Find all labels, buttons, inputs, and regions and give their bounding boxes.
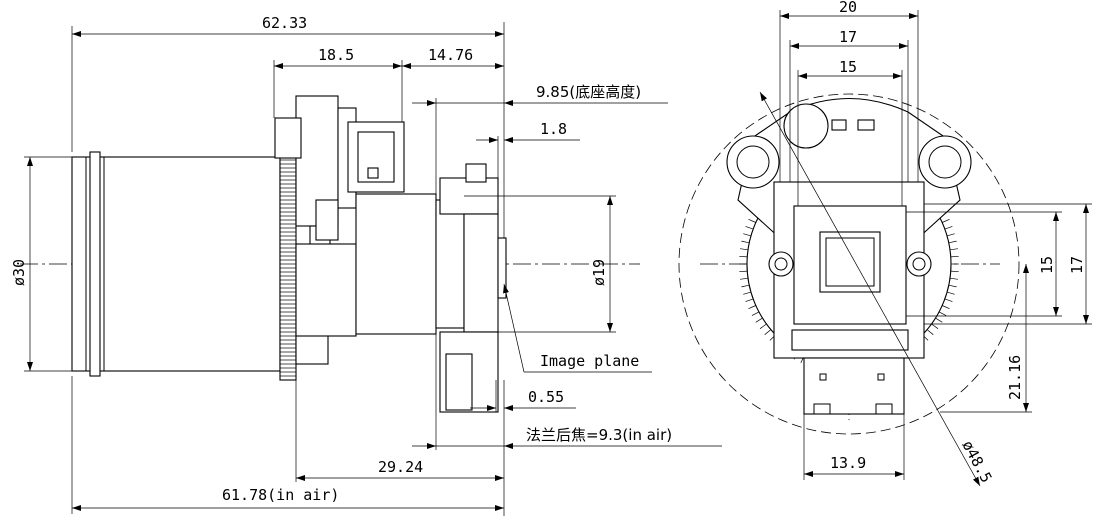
- dim-offset-21: 21.16: [1006, 355, 1024, 400]
- dim-base-height: 9.85(底座高度): [536, 83, 641, 101]
- dim-width-17: 17: [839, 28, 857, 46]
- dim-rear-length: 29.24: [378, 458, 423, 476]
- dim-bottom-width: 13.9: [830, 454, 866, 472]
- dim-gap: 0.55: [528, 388, 564, 406]
- dim-mount-section: 14.76: [428, 46, 473, 64]
- dim-width-15: 15: [839, 58, 857, 76]
- dim-diameter-48: ø48.5: [958, 437, 995, 485]
- motor-housing: [274, 95, 405, 365]
- label-image-plane: Image plane: [540, 352, 639, 370]
- dim-height-15: 15: [1038, 256, 1056, 274]
- dim-rear-diameter: ø19: [590, 259, 608, 286]
- dim-barrel-diameter: ø30: [10, 259, 28, 286]
- dim-overall-length: 62.33: [262, 14, 307, 32]
- side-dimensions: 62.33 18.5 14.76 9.85(底座高度) 1.8 ø30: [10, 14, 722, 516]
- dim-flange-focal: 法兰后焦=9.3(in air): [526, 426, 672, 444]
- front-view: 20 17 15 15 17 21.16: [678, 0, 1092, 487]
- front-dimensions: 20 17 15 15 17 21.16: [759, 0, 1092, 487]
- dim-gear-section: 18.5: [318, 46, 354, 64]
- dim-height-17: 17: [1068, 256, 1086, 274]
- gear-ring-side: [279, 149, 297, 381]
- mid-barrel: [295, 193, 465, 337]
- dim-flange-step: 1.8: [540, 120, 567, 138]
- bottom-connector: [803, 357, 905, 415]
- front-barrel: [71, 151, 281, 377]
- square-mount: [768, 181, 932, 359]
- dim-width-20: 20: [839, 0, 857, 16]
- dim-total-in-air: 61.78(in air): [222, 486, 339, 504]
- side-view: 62.33 18.5 14.76 9.85(底座高度) 1.8 ø30: [10, 14, 722, 516]
